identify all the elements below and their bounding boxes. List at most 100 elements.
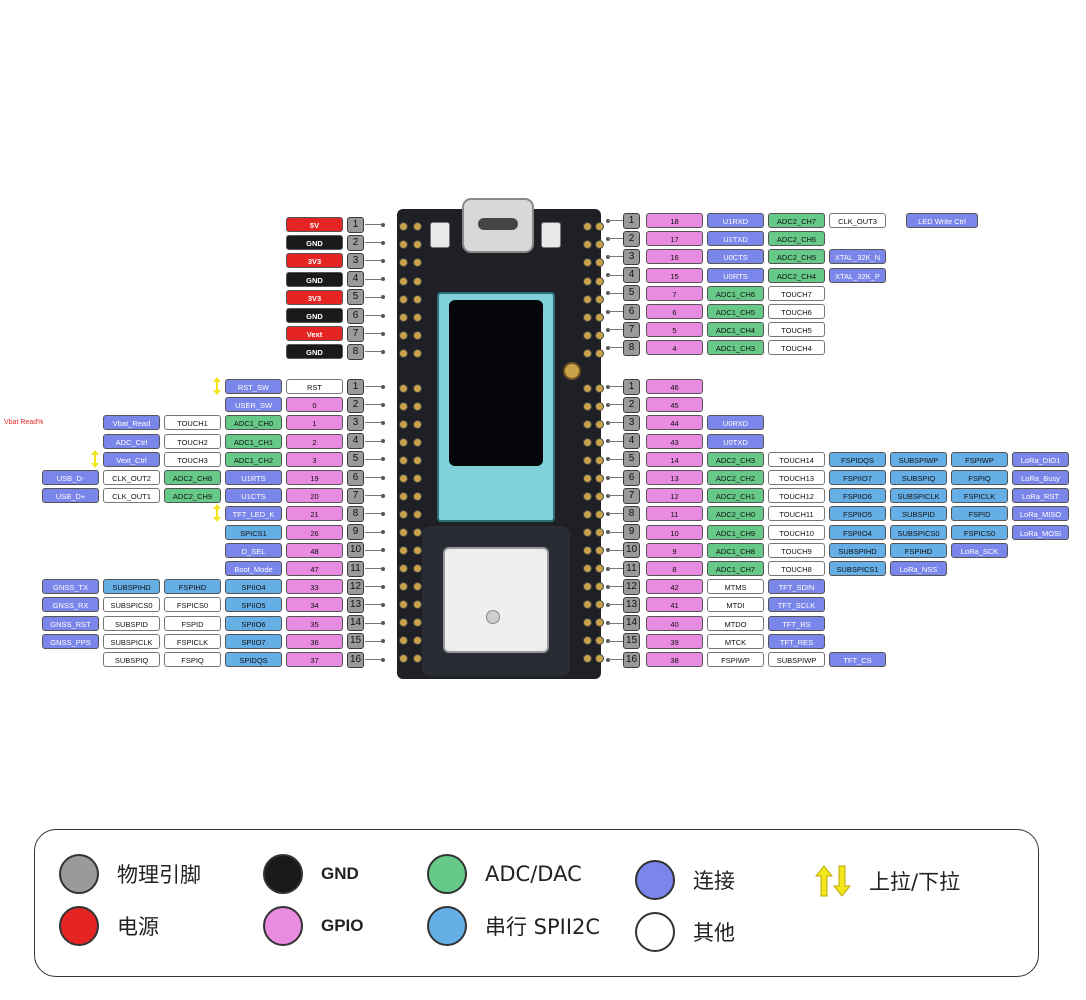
pin-lead-end	[381, 295, 385, 300]
pin-function-tag: ADC2_CH5	[768, 249, 825, 265]
pin-function-tag: 11	[646, 506, 703, 522]
pin-function-tag: TOUCH7	[768, 285, 825, 301]
pin-lead	[608, 404, 623, 406]
pin-function-tag: FSPIQ	[951, 470, 1008, 485]
pin-function-tag: FSPICLK	[951, 488, 1008, 504]
header-hole	[413, 276, 422, 286]
pin-number: 7	[347, 487, 364, 504]
pin-function-tag: 2	[286, 433, 343, 449]
pin-function-tag: SUBSPIQ	[890, 470, 947, 485]
pin-function-tag: TFT_CS	[829, 652, 886, 667]
pin-function-tag: ADC2_CH7	[768, 213, 825, 228]
pin-function-tag: RST_SW	[225, 379, 282, 394]
pin-function-tag: U1TXD	[707, 231, 764, 247]
pin-lead	[365, 242, 381, 244]
pin-lead-end	[381, 457, 385, 462]
pin-lead	[365, 568, 381, 569]
pin-number: 16	[347, 651, 364, 668]
pin-number: 2	[347, 396, 364, 413]
header-hole	[413, 618, 422, 627]
pin-function-tag: SPIIO6	[225, 615, 282, 631]
header-hole	[399, 546, 408, 555]
pin-function-tag: U0RXD	[707, 415, 764, 431]
legend-label: 串行 SPII2C	[485, 915, 601, 939]
pin-lead-end	[381, 222, 385, 227]
pin-lead	[365, 604, 381, 606]
header-hole	[583, 528, 592, 537]
header-hole	[595, 492, 604, 501]
pin-function-tag: LoRa_SCK	[951, 542, 1008, 558]
pin-lead	[365, 622, 381, 624]
legend-label: 其他	[693, 921, 735, 945]
pin-function-tag: U0RTS	[707, 267, 764, 283]
power-pin-tag: 3V3	[286, 289, 343, 305]
header-hole	[595, 240, 604, 250]
pin-function-tag: ADC1_CH1	[225, 433, 282, 449]
pin-lead-end	[381, 420, 385, 425]
pin-lead	[608, 311, 623, 312]
pin-function-tag: SUBSPICLK	[103, 633, 160, 649]
header-hole	[399, 654, 408, 663]
pin-function-tag: SUBSPID	[103, 615, 160, 631]
header-hole	[413, 456, 422, 465]
pin-function-tag: 48	[286, 542, 343, 558]
header-hole	[595, 384, 604, 393]
pin-lead	[608, 568, 623, 569]
pin-number: 6	[347, 469, 364, 486]
other-swatch	[635, 912, 675, 952]
pin-function-tag: ADC2_CH2	[707, 470, 764, 485]
pin-function-tag: SPIIO5	[225, 597, 282, 613]
pin-function-tag: 10	[646, 524, 703, 540]
pin-function-tag: SPIIO4	[225, 579, 282, 595]
header-hole	[595, 331, 604, 341]
header-hole	[413, 510, 422, 519]
header-hole	[399, 384, 408, 393]
header-hole	[595, 600, 604, 609]
legend-label: GPIO	[321, 916, 364, 935]
pin-function-tag: ADC1_CH3	[707, 340, 764, 356]
pin-function-tag: 8	[646, 561, 703, 576]
pin-function-tag: 41	[646, 597, 703, 613]
left-note: Vbat Read%	[4, 419, 44, 426]
pin-number: 14	[623, 615, 640, 632]
header-hole	[399, 456, 408, 465]
pin-number: 5	[347, 289, 364, 306]
header-hole	[399, 222, 408, 231]
pin-function-tag: SPICS1	[225, 524, 282, 540]
legend-item-gnd: GND	[263, 854, 359, 894]
pin-number: 11	[623, 560, 640, 577]
pin-number: 6	[347, 307, 364, 324]
header-hole	[399, 510, 408, 519]
pin-function-tag: 0	[286, 397, 343, 413]
pin-number: 2	[623, 230, 640, 247]
pin-lead	[365, 386, 381, 387]
header-hole	[583, 222, 592, 231]
pin-number: 6	[623, 469, 640, 486]
header-hole	[583, 258, 592, 268]
pin-number: 16	[623, 651, 640, 668]
pin-function-tag: CLK_OUT2	[103, 470, 160, 485]
pin-function-tag: TFT_RS	[768, 615, 825, 631]
pin-function-tag: 14	[646, 451, 703, 467]
pin-function-tag: TOUCH2	[164, 433, 221, 449]
pin-number: 1	[623, 378, 640, 395]
pin-function-tag: U1RTS	[225, 470, 282, 485]
header-hole	[583, 276, 592, 286]
pin-function-tag: ADC1_CH7	[707, 561, 764, 576]
header-hole	[583, 384, 592, 393]
pin-number: 8	[623, 505, 640, 522]
pin-lead	[365, 351, 381, 353]
pin-function-tag: LoRa_MOSI	[1012, 524, 1069, 540]
pin-function-tag: TOUCH5	[768, 322, 825, 338]
header-hole	[583, 582, 592, 591]
header-hole	[595, 420, 604, 429]
legend: 物理引脚 电源 GND GPIO ADC/DAC 串行 SPII2C 连接 其他…	[34, 829, 1039, 977]
pin-function-tag: MTCK	[707, 633, 764, 649]
header-hole	[413, 402, 422, 411]
pin-function-tag: FSPICS0	[951, 524, 1008, 540]
legend-item-pin: 物理引脚	[59, 854, 201, 894]
pin-lead	[365, 440, 381, 442]
pin-number: 8	[347, 343, 364, 360]
pin-swatch	[59, 854, 99, 894]
